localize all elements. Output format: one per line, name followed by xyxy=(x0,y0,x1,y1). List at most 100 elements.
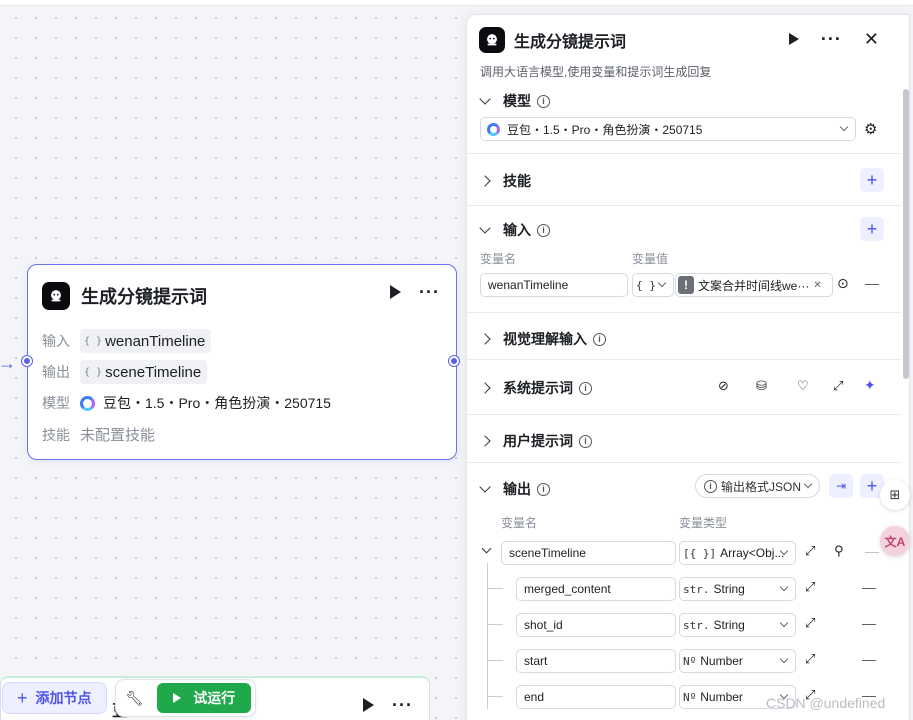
import-icon[interactable]: ⇥ xyxy=(829,474,853,498)
wrench-icon[interactable]: 🔧︎ xyxy=(125,689,144,706)
model-value: 豆包・1.5・Pro・角色扮演・250715 xyxy=(103,395,331,411)
expand-icon[interactable]: ⤢ xyxy=(833,378,844,393)
remove-input-icon[interactable]: — xyxy=(865,275,879,291)
string-type-icon: str. xyxy=(683,582,710,596)
expand-icon[interactable]: ⤢ xyxy=(805,579,816,594)
clear-icon[interactable]: ✕ xyxy=(813,279,822,291)
ai-sparkle-icon[interactable]: ✦ xyxy=(864,377,876,393)
out-var-name-header: 变量名 xyxy=(501,516,538,530)
output-name-value: start xyxy=(524,654,548,668)
add-node-button[interactable]: +添加节点 xyxy=(2,682,107,714)
lightbulb-icon[interactable]: ♡ xyxy=(797,378,809,393)
remove-output-icon[interactable]: — xyxy=(862,615,876,631)
output-port[interactable] xyxy=(449,356,459,366)
number-type-icon: Nº xyxy=(683,690,697,704)
compass-icon[interactable]: ⊘ xyxy=(718,378,729,393)
expand-icon[interactable]: ⤢ xyxy=(805,687,816,702)
more-icon[interactable]: ··· xyxy=(820,29,842,49)
chevron-down-icon xyxy=(479,222,491,234)
output-name-value: end xyxy=(524,690,545,704)
node-title: 生成分镜提示词 xyxy=(81,287,207,307)
remove-output-icon[interactable]: — xyxy=(862,651,876,667)
template-icon[interactable]: ⛁ xyxy=(756,378,767,393)
output-format-value: 输出格式JSON xyxy=(721,479,802,494)
input-port[interactable] xyxy=(22,356,32,366)
llm-logo-icon xyxy=(42,282,70,310)
doubao-model-icon xyxy=(487,122,500,136)
output-name-value: merged_content xyxy=(524,582,611,596)
more-icon[interactable]: ··· xyxy=(392,695,413,715)
variable-picker-icon[interactable]: ⊙ xyxy=(837,275,849,291)
settings-gear-icon[interactable]: ⚙ xyxy=(864,121,878,138)
input-var-value-field[interactable]: ! 文案合并时间线we··· ✕ xyxy=(675,273,833,297)
scrollbar[interactable] xyxy=(903,89,909,379)
chevron-down-icon xyxy=(803,479,813,489)
output-name-field[interactable]: merged_content xyxy=(516,577,676,601)
info-icon: i xyxy=(537,482,550,496)
var-name-header: 变量名 xyxy=(480,252,517,266)
output-type-select[interactable]: str.String xyxy=(679,577,796,601)
add-skill-button[interactable]: + xyxy=(860,168,884,192)
add-input-button[interactable]: + xyxy=(860,217,884,241)
more-icon[interactable]: ··· xyxy=(419,282,440,302)
model-section-label: 模型 xyxy=(503,93,531,109)
output-type-value: String xyxy=(713,582,745,596)
translate-icon[interactable]: 文A xyxy=(880,526,910,556)
run-node-icon[interactable] xyxy=(363,698,375,712)
output-name-value: shot_id xyxy=(524,618,563,632)
expand-icon[interactable]: ⤢ xyxy=(805,615,816,630)
input-type-select[interactable]: { } xyxy=(632,273,674,297)
output-type-select[interactable]: [{ }]Array<Obj... xyxy=(679,541,796,565)
output-name-field[interactable]: shot_id xyxy=(516,613,676,637)
add-child-icon[interactable]: ⚲ xyxy=(834,543,844,558)
remove-output-icon[interactable]: — xyxy=(865,543,879,559)
run-node-icon[interactable] xyxy=(390,285,402,299)
output-type-value: String xyxy=(713,618,745,632)
collapse-chevron-icon[interactable] xyxy=(481,543,492,554)
chevron-right-icon xyxy=(479,435,491,447)
output-type-select[interactable]: str.String xyxy=(679,613,796,637)
expand-icon[interactable]: ⤢ xyxy=(805,543,816,558)
info-icon: i xyxy=(579,381,592,395)
run-node-icon[interactable] xyxy=(788,33,799,45)
apps-grid-icon[interactable]: ⊞ xyxy=(880,480,910,510)
test-run-button[interactable]: 试运行 xyxy=(157,683,252,713)
output-name-field[interactable]: start xyxy=(516,649,676,673)
model-label: 模型 xyxy=(42,395,70,411)
remove-output-icon[interactable]: — xyxy=(862,687,876,703)
output-type-value: Number xyxy=(700,690,743,704)
llm-node-card[interactable]: 生成分镜提示词 ··· 输入 { }wenanTimeline 输出 { }sc… xyxy=(22,264,459,460)
model-select[interactable]: 豆包・1.5・Pro・角色扮演・250715 xyxy=(480,117,856,141)
output-name-value: sceneTimeline xyxy=(509,546,586,560)
remove-output-icon[interactable]: — xyxy=(862,579,876,595)
input-variable-name: wenanTimeline xyxy=(105,332,206,350)
skills-section-label: 技能 xyxy=(503,173,531,189)
output-label: 输出 xyxy=(42,364,70,380)
add-node-label: 添加节点 xyxy=(35,690,92,706)
doubao-model-icon xyxy=(80,395,95,411)
incoming-arrow-icon: → xyxy=(0,353,16,373)
input-var-name-field[interactable]: wenanTimeline xyxy=(480,273,628,297)
output-name-field[interactable]: sceneTimeline xyxy=(501,541,676,565)
out-var-type-header: 变量类型 xyxy=(679,516,728,530)
info-icon: i xyxy=(579,434,592,448)
skill-value: 未配置技能 xyxy=(80,427,156,444)
output-name-field[interactable]: end xyxy=(516,685,676,709)
close-icon[interactable]: ✕ xyxy=(863,29,879,49)
chevron-down-icon xyxy=(479,93,491,105)
array-type-icon: [{ }] xyxy=(683,546,717,560)
skills-section-header[interactable]: 技能 xyxy=(479,171,531,191)
expand-icon[interactable]: ⤢ xyxy=(805,651,816,666)
